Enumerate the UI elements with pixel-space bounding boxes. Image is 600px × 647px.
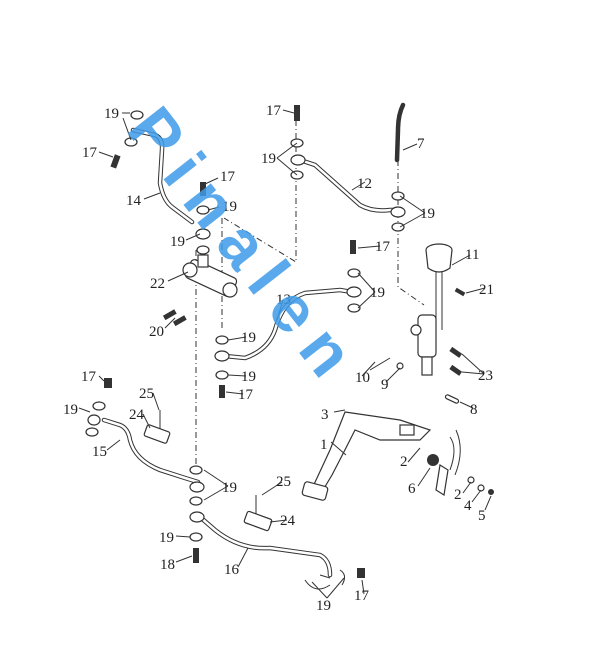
callout-2: 2 [454, 487, 462, 503]
callout-20: 20 [149, 324, 164, 340]
callout-19: 19 [420, 206, 435, 222]
watermark-logo: Pinalen [114, 93, 377, 401]
callout-24: 24 [280, 513, 296, 529]
callout-19: 19 [63, 402, 78, 418]
callout-25: 25 [139, 386, 154, 402]
leader-lines [78, 109, 492, 599]
callout-17: 17 [266, 103, 282, 119]
master-cylinder [410, 314, 437, 376]
callout-17: 17 [354, 588, 370, 604]
components [143, 243, 494, 590]
callout-labels: 19 17 14 17 19 19 22 20 17 19 12 7 19 17… [63, 103, 494, 614]
brake-pedal-1 [301, 411, 432, 501]
callout-17: 17 [82, 145, 98, 161]
callout-17: 17 [375, 239, 391, 255]
reservoir-11 [425, 243, 453, 330]
callout-19: 19 [222, 480, 237, 496]
callout-3: 3 [321, 407, 329, 423]
callout-19: 19 [104, 106, 119, 122]
callout-2: 2 [400, 454, 408, 470]
callout-24: 24 [129, 407, 145, 423]
callout-21: 21 [479, 282, 494, 298]
fasteners [85, 105, 406, 578]
callout-19: 19 [261, 151, 276, 167]
callout-25: 25 [276, 474, 291, 490]
callout-19: 19 [159, 530, 174, 546]
brake-lines [101, 102, 406, 578]
callout-23: 23 [478, 368, 493, 384]
callout-18: 18 [160, 557, 175, 573]
callout-8: 8 [470, 402, 478, 418]
callout-17: 17 [81, 369, 97, 385]
callout-19: 19 [241, 369, 256, 385]
callout-17: 17 [220, 169, 236, 185]
callout-19: 19 [222, 199, 237, 215]
callout-16: 16 [224, 562, 240, 578]
callout-4: 4 [464, 498, 472, 514]
callout-19: 19 [370, 285, 385, 301]
callout-22: 22 [150, 276, 165, 292]
brake-hose-7 [394, 102, 406, 163]
brake-line-12 [297, 157, 401, 213]
callout-14: 14 [126, 193, 142, 209]
callout-11: 11 [465, 247, 479, 263]
callout-12: 12 [357, 176, 372, 192]
callout-10: 10 [355, 370, 370, 386]
callout-19: 19 [170, 234, 185, 250]
callout-19: 19 [241, 330, 256, 346]
callout-15: 15 [92, 444, 107, 460]
callout-5: 5 [478, 508, 486, 524]
callout-6: 6 [408, 481, 416, 497]
callout-1: 1 [320, 437, 328, 453]
callout-19: 19 [316, 598, 331, 614]
callout-7: 7 [417, 136, 425, 152]
callout-13: 13 [276, 292, 291, 308]
callout-17: 17 [238, 387, 254, 403]
callout-9: 9 [381, 377, 389, 393]
brake-valve-22 [182, 254, 238, 298]
